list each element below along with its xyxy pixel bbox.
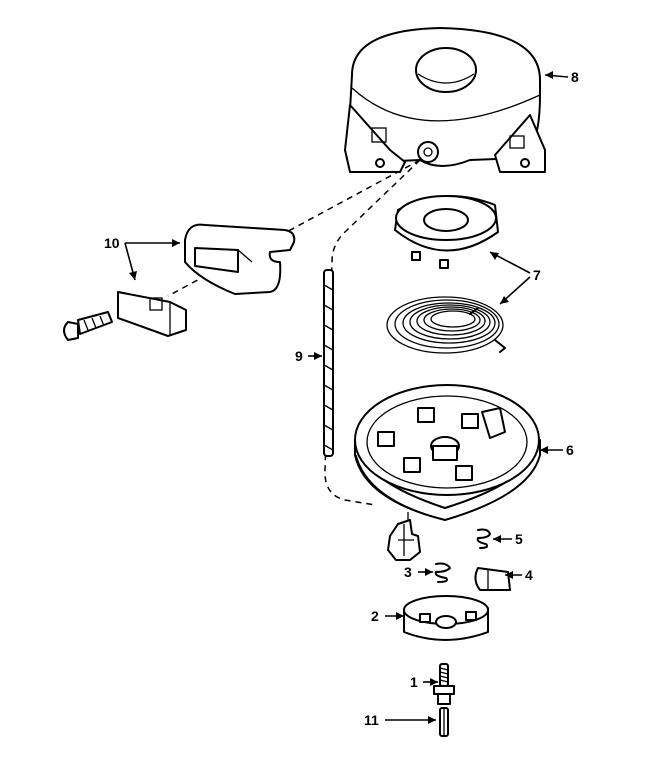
callout-leaders bbox=[124, 71, 569, 724]
pulley-pin bbox=[433, 663, 455, 705]
callout-9: 9 bbox=[295, 348, 303, 364]
retainer-cup bbox=[403, 595, 489, 641]
callout-5: 5 bbox=[515, 531, 523, 547]
spring-keeper bbox=[394, 195, 499, 269]
handle-retainer bbox=[117, 291, 187, 337]
callout-4: 4 bbox=[525, 567, 533, 583]
starter-rope-dashed-path bbox=[167, 159, 421, 506]
callout-3: 3 bbox=[404, 564, 412, 580]
callout-1: 1 bbox=[410, 674, 418, 690]
retainer-pin bbox=[63, 311, 113, 341]
spring-pin bbox=[439, 707, 449, 737]
starter-housing bbox=[344, 27, 546, 173]
starter-handle bbox=[184, 223, 296, 295]
starter-rope bbox=[323, 269, 334, 457]
callout-2: 2 bbox=[371, 608, 379, 624]
rewind-spring bbox=[386, 296, 506, 354]
callout-labels: 8 7 10 9 6 5 4 3 2 1 11 bbox=[104, 69, 579, 728]
callout-11: 11 bbox=[364, 712, 379, 728]
callout-8: 8 bbox=[571, 69, 579, 85]
callout-7: 7 bbox=[533, 267, 541, 283]
dog-spring bbox=[476, 528, 491, 549]
brake-spring bbox=[434, 562, 451, 583]
callout-6: 6 bbox=[566, 442, 574, 458]
starter-pulley bbox=[354, 384, 541, 521]
starter-dog bbox=[474, 567, 511, 591]
callout-10: 10 bbox=[104, 235, 120, 251]
drive-gear bbox=[387, 512, 421, 561]
